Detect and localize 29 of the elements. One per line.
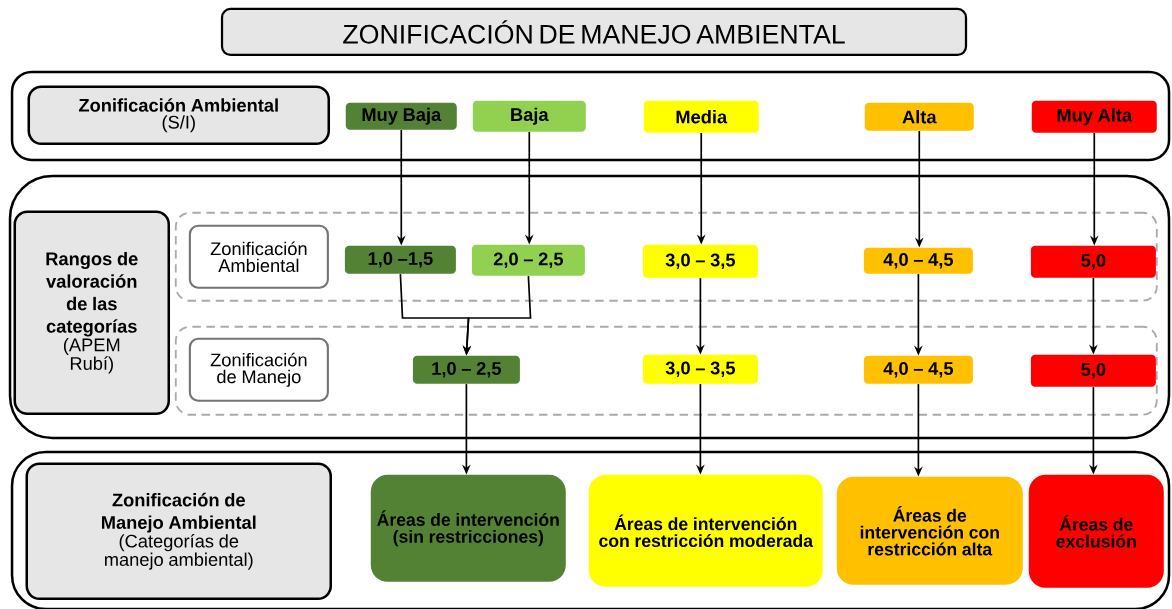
category-box: Muy Baja [345, 102, 457, 130]
heading-box: Zonificación de Manejo Ambiental (Categorías de manejo ambiental) [25, 462, 333, 601]
category-box: 4,0 – 4,5 [863, 247, 973, 274]
category-box: Alta [864, 102, 974, 131]
dashed-group-frame [174, 211, 1158, 302]
panel-frame [10, 70, 1171, 162]
category-box: Áreas de intervención con restricción alta [836, 476, 1023, 585]
heading-box: Zonificación Ambiental (S/I) [27, 85, 331, 145]
category-box: Muy Alta [1031, 100, 1157, 133]
category-box: 5,0 [1030, 245, 1156, 278]
panel-frame [8, 174, 1171, 440]
category-box: 1,0 – 2,5 [412, 355, 520, 384]
dashed-group-frame [174, 325, 1158, 416]
category-box: Baja [472, 100, 586, 132]
row-label-box: Zonificación Ambiental [188, 224, 329, 289]
category-box: 3,0 – 3,5 [642, 354, 758, 384]
category-box: 2,0 – 2,5 [471, 244, 585, 276]
category-box: Media [643, 100, 759, 133]
title-box: ZONIFICACIÓN DE MANEJO AMBIENTAL [220, 7, 968, 57]
category-box: 5,0 [1030, 354, 1156, 387]
category-box: Áreas de intervención (sin restricciones) [370, 474, 566, 582]
category-box: 1,0 –1,5 [344, 245, 456, 274]
category-box: Áreas de intervención con restricción moderada [588, 474, 823, 587]
category-box: Áreas de exclusión [1028, 474, 1164, 588]
row-label-box: Zonificación de Manejo [188, 337, 329, 402]
category-box: 4,0 – 4,5 [863, 355, 973, 384]
panel-frame [10, 450, 1171, 609]
heading-box: Rangos de valoración de las categorías (APEM Rubí) [13, 210, 171, 415]
category-box: 3,0 – 3,5 [642, 244, 758, 278]
